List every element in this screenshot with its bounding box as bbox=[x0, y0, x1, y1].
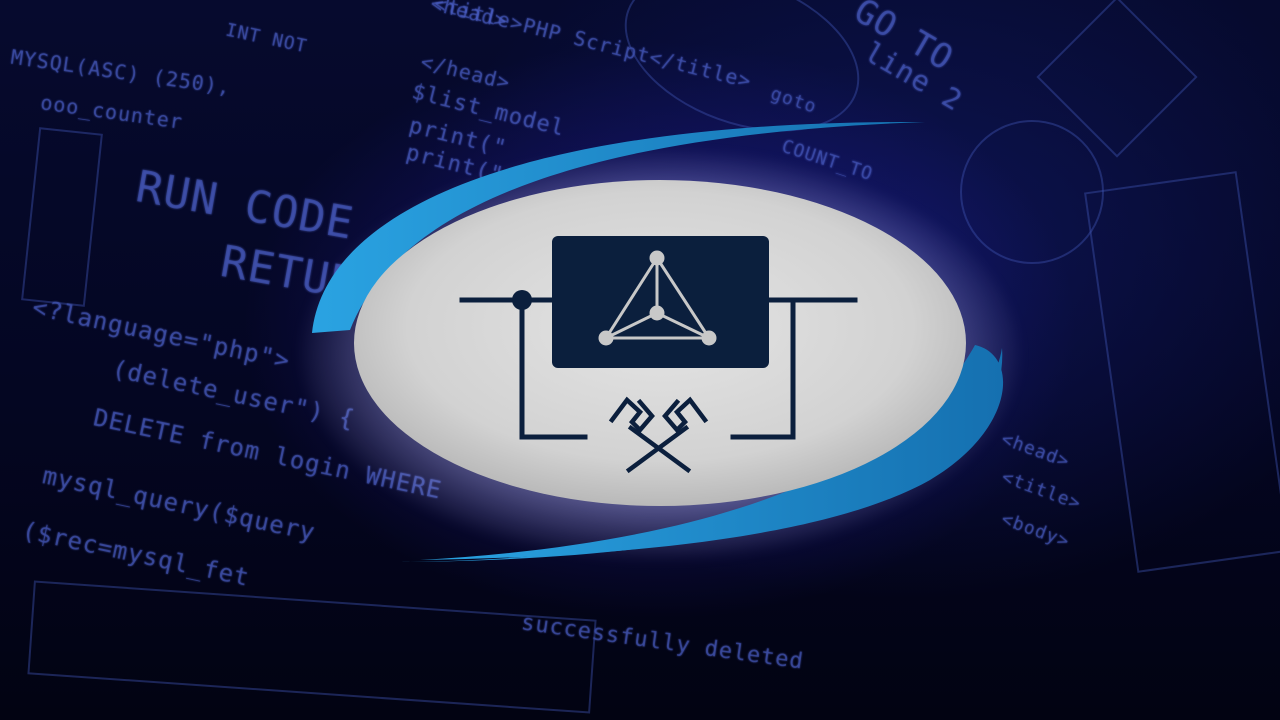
tetrahedron-icon bbox=[598, 250, 717, 346]
flowchart-oval bbox=[960, 120, 1104, 264]
feedback-loop-icon bbox=[459, 297, 858, 440]
junction-node bbox=[512, 290, 532, 310]
bottom-swoosh-body bbox=[420, 345, 1004, 560]
top-swoosh bbox=[312, 121, 925, 333]
crossed-wrenches-icon bbox=[608, 396, 709, 474]
